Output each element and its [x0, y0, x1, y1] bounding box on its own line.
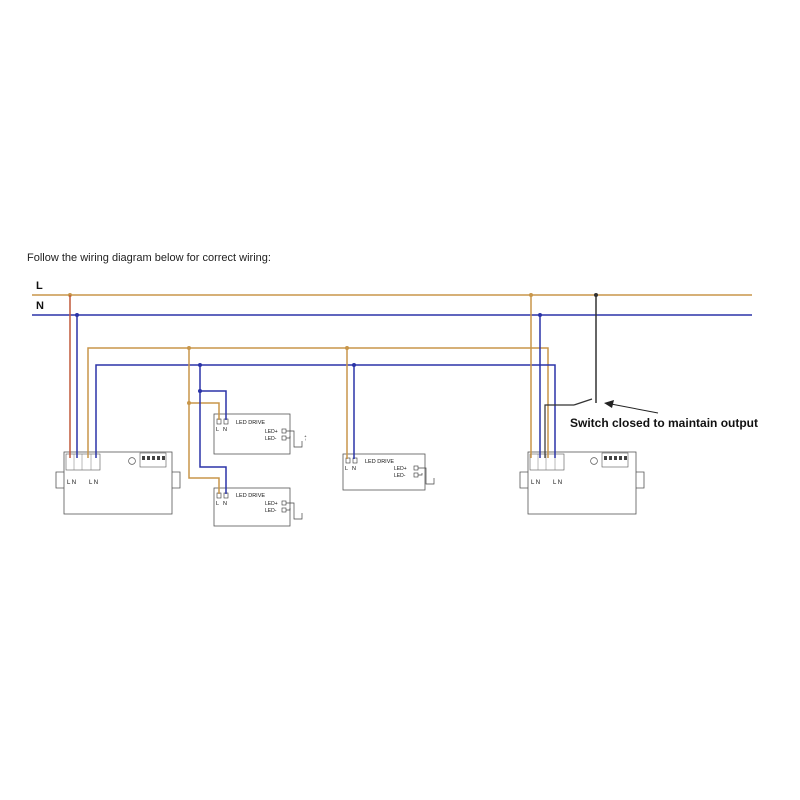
switch-annotation-group: Switch closed to maintain output [570, 400, 758, 430]
led-driver-2-title: LED DRIVE [236, 493, 265, 499]
svg-text:+ −: + − [303, 435, 308, 441]
sensor-left-terminal-label-2: L N [89, 480, 98, 486]
diagram-heading: Follow the wiring diagram below for corr… [27, 252, 271, 264]
led-driver-2-l: L [216, 501, 219, 507]
led-driver-2: L N LED DRIVE LED+ LED- [213, 487, 303, 527]
led-driver-1-title: LED DRIVE [236, 420, 265, 426]
led-driver-3-minus: LED- [394, 473, 406, 479]
led-driver-2-minus: LED- [265, 508, 277, 514]
led-driver-1: L N LED DRIVE LED+ LED- + − [213, 413, 308, 455]
switch-annotation: Switch closed to maintain output [570, 416, 758, 430]
led-driver-3: L N LED DRIVE LED+ LED- [342, 453, 435, 491]
sensor-right-terminal-label-2: L N [553, 480, 562, 486]
wires-right-sensor [530, 295, 597, 458]
neutral-bus-label: N [36, 300, 44, 312]
sensor-right-terminal-label-1: L N [531, 480, 540, 486]
led-driver-1-l: L [216, 427, 219, 433]
led-driver-3-plus: LED+ [394, 466, 407, 472]
wires-led-branches [188, 348, 355, 494]
led-driver-3-n: N [352, 466, 356, 472]
live-bus-label: L [36, 280, 43, 292]
sensor-right: L N L N [519, 451, 645, 515]
sensor-left-terminal-label-1: L N [67, 480, 76, 486]
led-driver-3-l: L [345, 466, 348, 472]
sensor-left: L N L N [55, 451, 181, 515]
led-driver-3-title: LED DRIVE [365, 459, 394, 465]
led-driver-1-plus: LED+ [265, 429, 278, 435]
led-driver-2-plus: LED+ [265, 501, 278, 507]
led-driver-1-n: N [223, 427, 227, 433]
wires-left-sensor [69, 295, 556, 458]
led-driver-2-n: N [223, 501, 227, 507]
bus-junctions [68, 293, 598, 317]
wire-junctions [187, 346, 356, 405]
led-driver-1-minus: LED- [265, 436, 277, 442]
